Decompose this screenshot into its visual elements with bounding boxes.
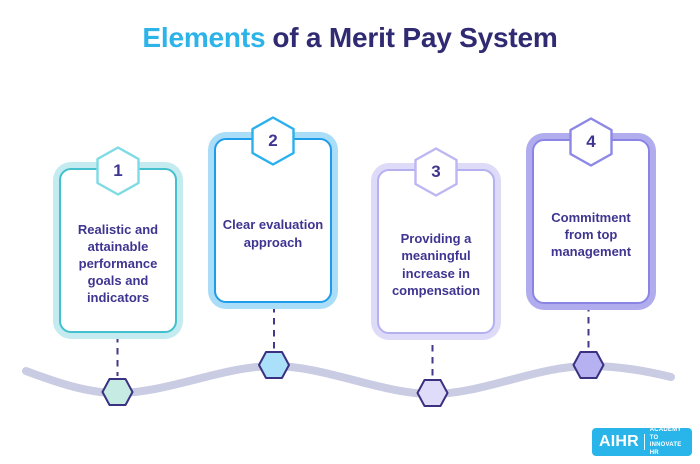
wave-line — [22, 361, 675, 399]
hexagon-shape-icon — [414, 147, 458, 197]
card-number-hexagon: 1 — [95, 146, 141, 196]
element-card-3: 3 Providing a meaningful increase in com… — [371, 147, 501, 340]
card-number-hexagon: 3 — [413, 147, 459, 197]
card-text: Realistic and attainable performance goa… — [77, 221, 159, 306]
card-text: Commitment from top management — [550, 209, 632, 260]
logo-brand-text: AIHR — [599, 433, 639, 450]
card-body: Realistic and attainable performance goa… — [59, 168, 177, 333]
element-card-1: 1 Realistic and attainable performance g… — [53, 146, 183, 339]
hexagon-shape-icon — [569, 117, 613, 167]
card-number-hexagon: 4 — [568, 117, 614, 167]
aihr-logo: AIHR ACADEMY TO INNOVATE HR — [592, 427, 692, 457]
card-body: Commitment from top management — [532, 139, 650, 304]
element-card-2: 2 Clear evaluation approach — [208, 116, 338, 309]
logo-divider — [643, 434, 645, 450]
hexagon-shape-icon — [96, 146, 140, 196]
wave-marker-hexagon-3 — [416, 379, 449, 407]
element-card-4: 4 Commitment from top management — [526, 117, 656, 310]
card-text: Clear evaluation approach — [222, 217, 324, 250]
card-text: Providing a meaningful increase in compe… — [391, 231, 481, 298]
card-number: 2 — [268, 131, 278, 150]
wave-marker-hexagon-4 — [572, 351, 605, 379]
wave-marker-hexagon-1 — [101, 378, 134, 406]
card-number: 1 — [113, 161, 123, 180]
card-number: 3 — [431, 162, 441, 181]
logo-tagline-line1: ACADEMY TO — [649, 427, 682, 441]
title-highlight: Elements — [142, 22, 266, 53]
logo-tagline: ACADEMY TO INNOVATE HR — [650, 427, 685, 457]
title-rest: of a Merit Pay System — [272, 22, 558, 53]
card-number: 4 — [586, 132, 596, 151]
wave-marker-hexagon-2 — [258, 351, 290, 379]
card-number-hexagon: 2 — [250, 116, 296, 166]
card-body: Providing a meaningful increase in compe… — [377, 169, 495, 334]
logo-tagline-line2: INNOVATE HR — [649, 442, 682, 456]
hexagon-shape-icon — [251, 116, 295, 166]
